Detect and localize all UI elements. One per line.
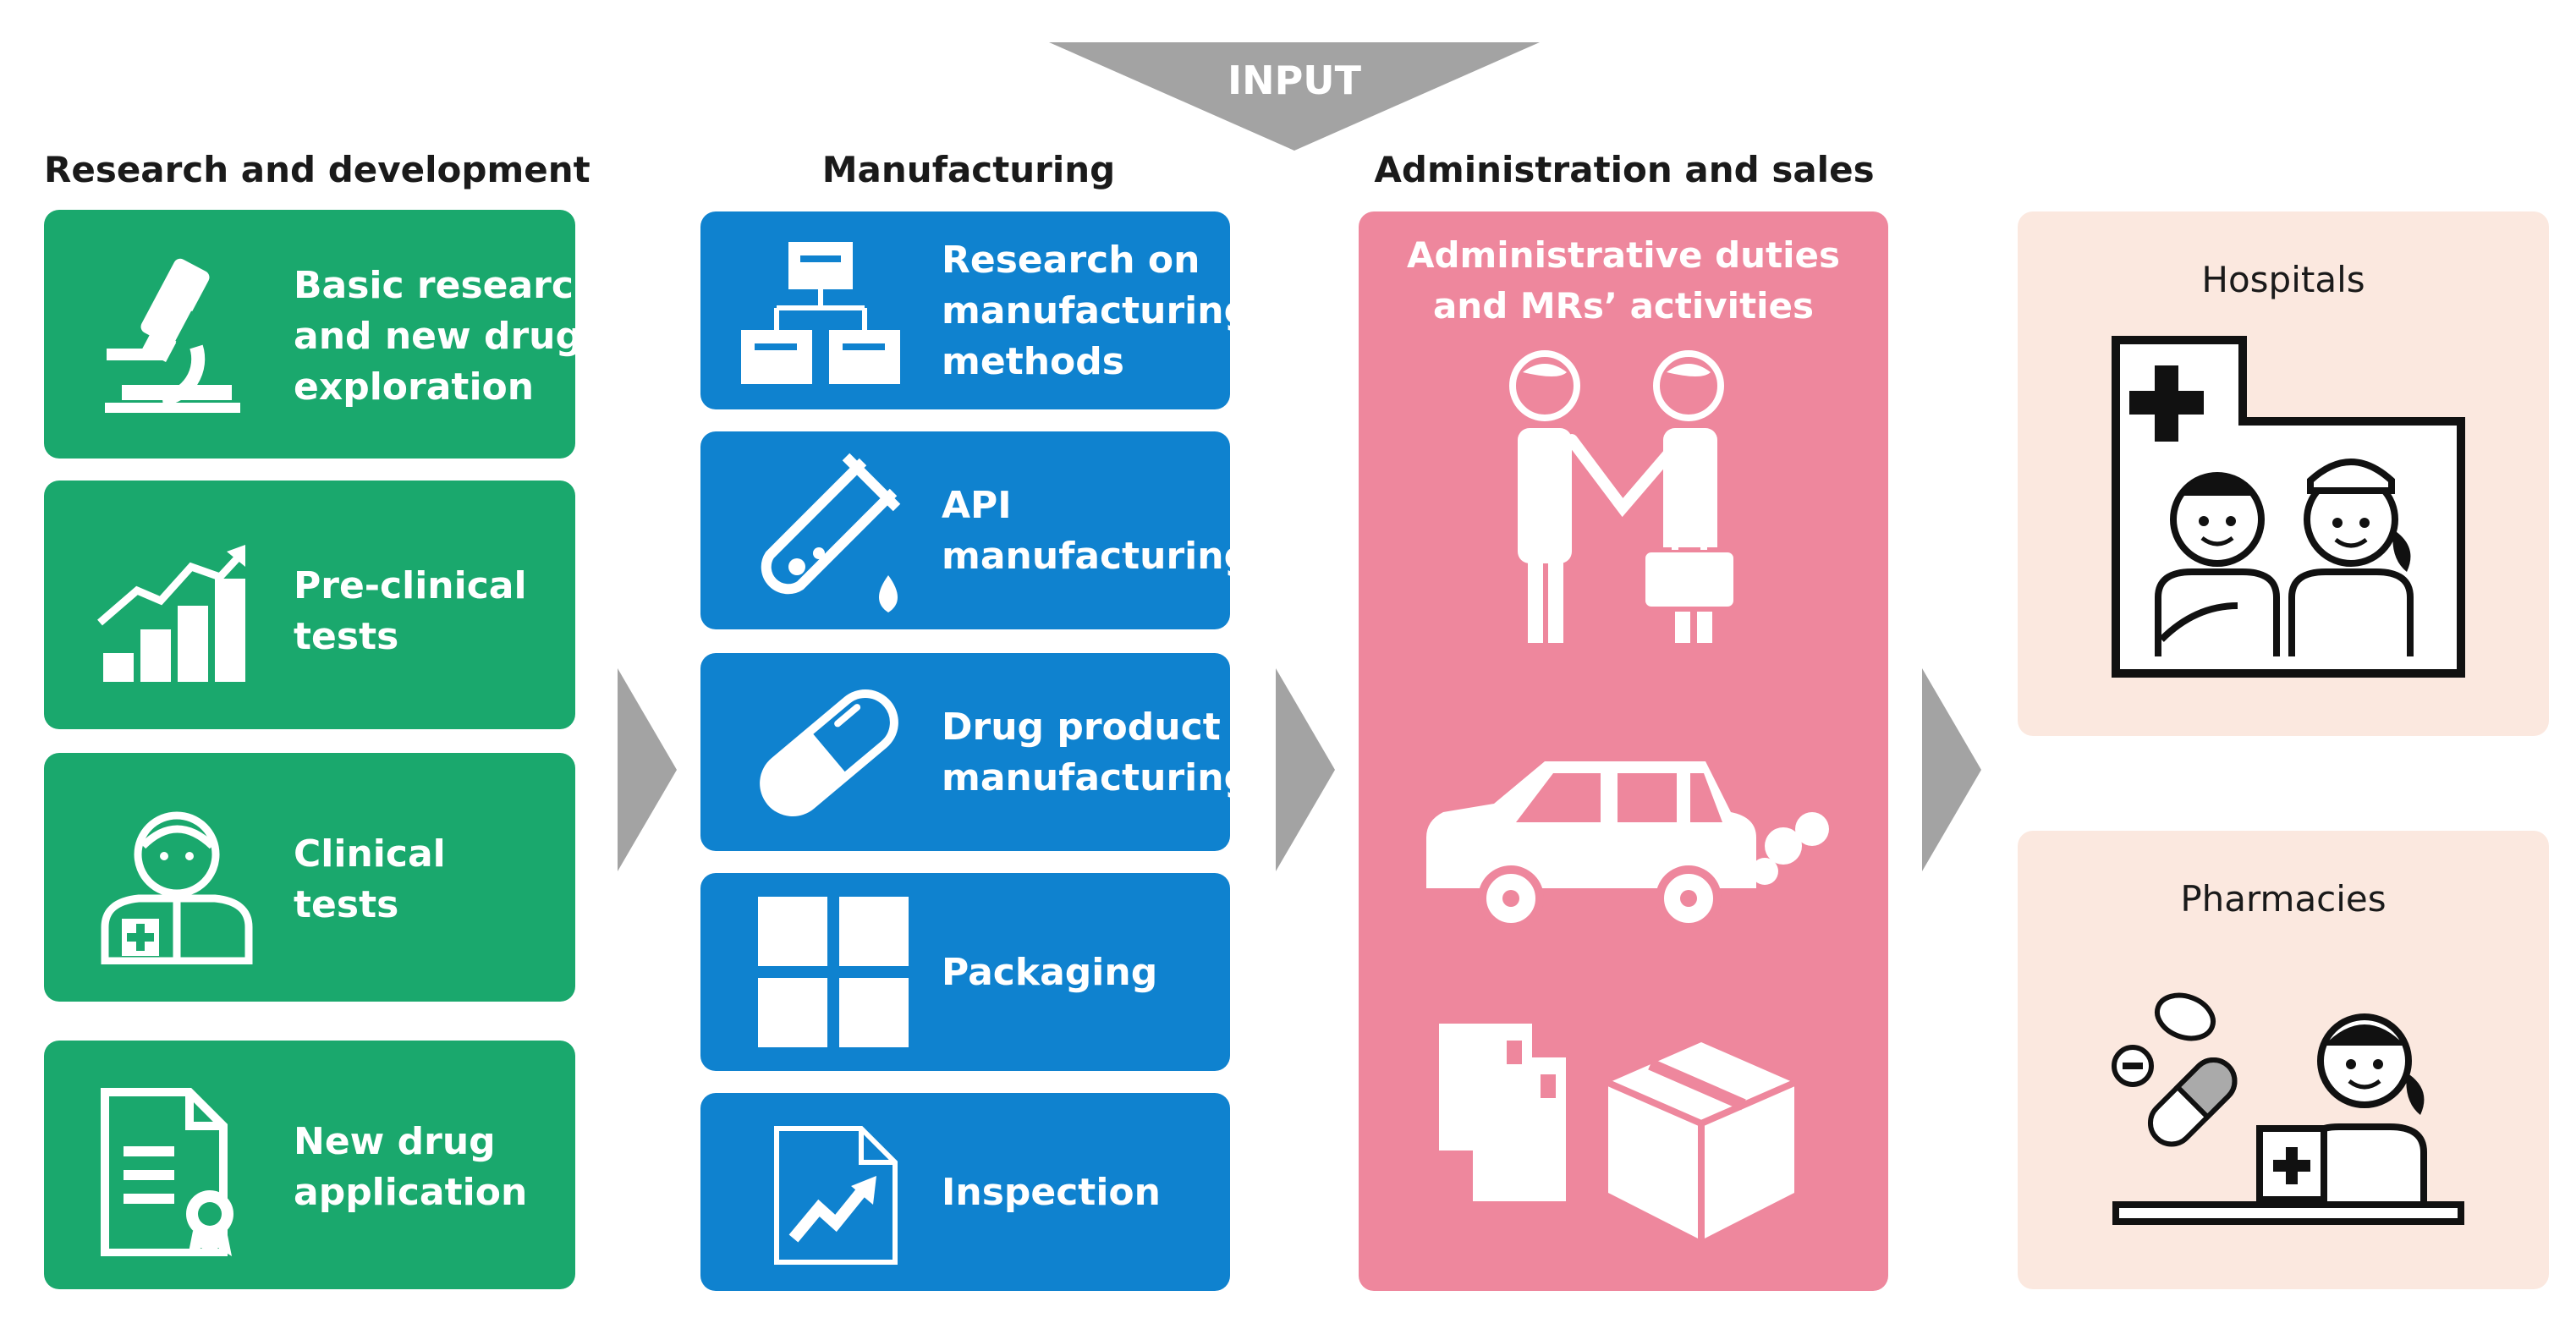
growth-chart-icon (97, 545, 245, 682)
document-chart-icon (774, 1126, 898, 1265)
handshake-icon (1509, 350, 1738, 643)
packages-icon (1439, 1024, 1796, 1240)
mfg-box-api: API manufacturing (700, 431, 1250, 629)
hierarchy-icon (741, 242, 900, 384)
microscope-icon (105, 258, 240, 413)
car-icon (1426, 761, 1829, 931)
rd-box-clinical: Clinical tests (44, 753, 575, 1002)
column-title-admin: Administration and sales (1374, 149, 1875, 190)
rd-box-basic-research: Basic research and new drug exploration (44, 210, 600, 459)
mfg-box-packaging: Packaging (700, 873, 1230, 1071)
rd-box-preclinical: Pre-clinical tests (44, 481, 575, 729)
destination-pharmacies: Pharmacies (2018, 831, 2549, 1289)
admin-box: Administrative duties and MRs’ activitie… (1359, 211, 1888, 1291)
destination-hospitals: Hospitals (2018, 211, 2549, 736)
input-arrow: INPUT (1049, 42, 1540, 152)
capsule-icon (760, 689, 898, 816)
rd-label-clinical: Clinical tests (294, 832, 446, 926)
admin-label: Administrative duties and MRs’ activitie… (1406, 234, 1841, 327)
rd-label-preclinical: Pre-clinical tests (294, 564, 527, 658)
pharmacy-icon (2112, 992, 2464, 1225)
flow-arrow-2 (1276, 668, 1335, 871)
flow-arrow-1 (618, 668, 677, 871)
rd-label-new-drug-application: New drug application (294, 1120, 528, 1214)
mfg-label-api: API manufacturing (942, 484, 1251, 578)
input-label: INPUT (1227, 58, 1362, 103)
input-arrow-shape (1049, 42, 1540, 151)
hospital-icon (2112, 336, 2465, 678)
mfg-label-research-methods: Research on manufacturing methods (942, 239, 1251, 383)
test-tube-icon (761, 453, 901, 612)
destination-label-hospitals: Hospitals (2201, 259, 2365, 300)
destination-label-pharmacies: Pharmacies (2180, 878, 2387, 920)
mfg-label-drug-product: Drug product manufacturing (942, 706, 1251, 799)
column-title-manufacturing: Manufacturing (821, 149, 1116, 190)
mfg-label-inspection: Inspection (942, 1171, 1161, 1214)
rd-label-basic-research: Basic research and new drug exploration (294, 264, 601, 409)
mfg-box-drug-product: Drug product manufacturing (700, 653, 1250, 851)
mfg-label-packaging: Packaging (942, 951, 1158, 994)
column-title-research: Research and development (44, 149, 590, 190)
rd-box-new-drug-application: New drug application (44, 1041, 575, 1289)
mfg-box-inspection: Inspection (700, 1093, 1230, 1291)
grid-icon (758, 897, 909, 1047)
certificate-icon (101, 1088, 233, 1256)
mfg-box-research-methods: Research on manufacturing methods (700, 211, 1250, 409)
flow-arrow-3 (1922, 668, 1981, 871)
doctor-icon (101, 811, 253, 964)
